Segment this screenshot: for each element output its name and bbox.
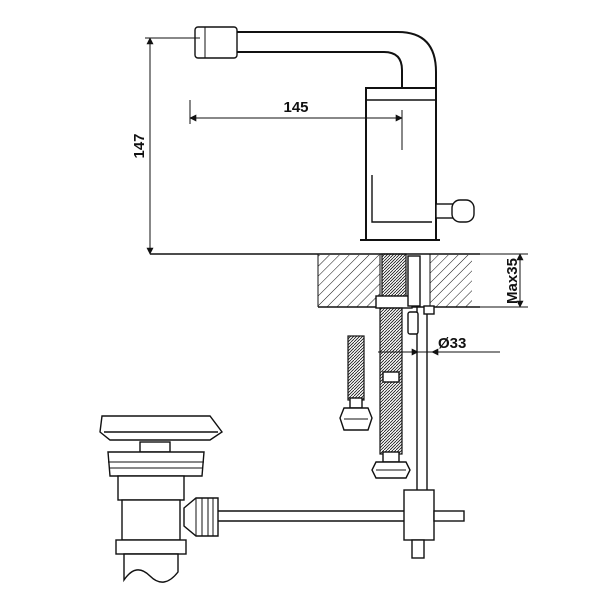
dimension-147-label: 147 <box>131 133 148 158</box>
mounting-shank <box>375 253 435 490</box>
faucet-body <box>194 26 475 241</box>
dimension-max35-label: Max35 <box>504 258 521 304</box>
aerator <box>194 26 238 59</box>
lever-handle <box>435 199 475 223</box>
dimension-max-deck: Max35 <box>472 253 528 308</box>
popup-drain <box>99 415 465 583</box>
flexible-hose-right <box>371 307 411 479</box>
dimension-spout-reach: 145 <box>189 99 403 124</box>
flexible-hose-left <box>339 335 373 431</box>
dimension-145-label: 145 <box>283 99 308 116</box>
dimension-d33-label: Ø33 <box>438 335 466 352</box>
dimension-height: 147 <box>131 37 200 255</box>
deck-section <box>150 253 480 308</box>
